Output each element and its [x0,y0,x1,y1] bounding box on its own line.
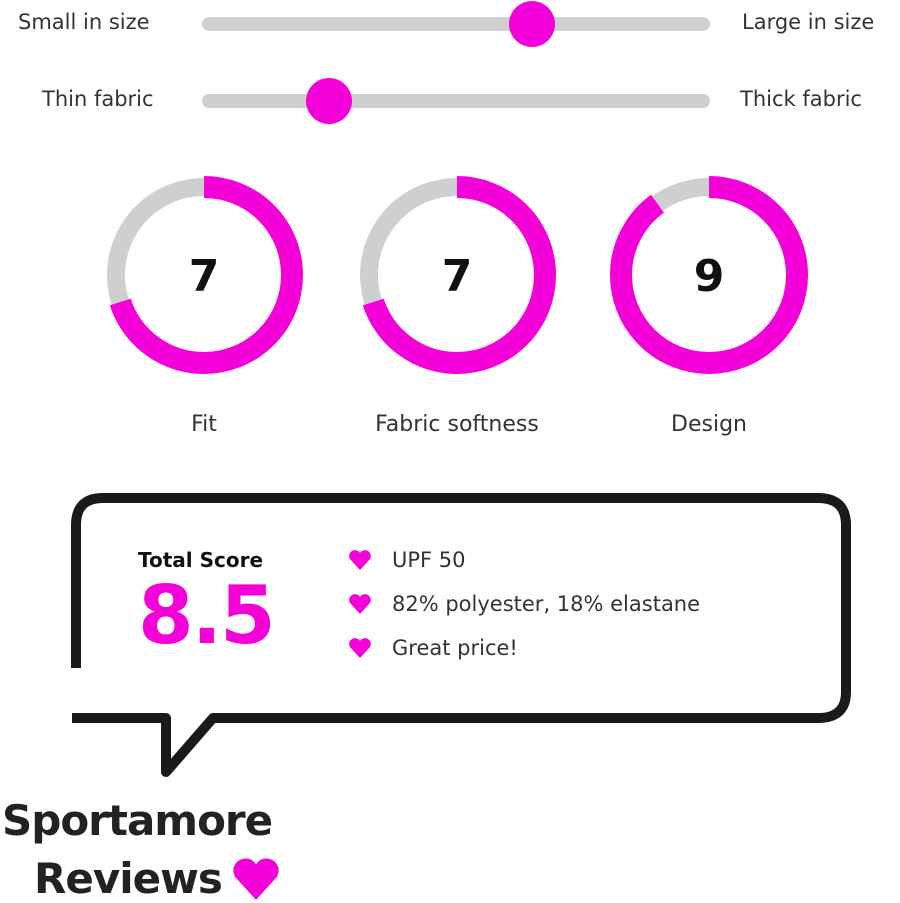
rating-ring-fill [610,176,808,374]
rating-label-fit: Fit [191,412,217,437]
rating-ring-fit [105,176,303,374]
feature-item: UPF 50 [348,548,466,572]
brand-line1: Sportamore [2,796,273,845]
slider-fabric-track[interactable] [202,78,710,124]
total-score-label: Total Score [138,548,264,572]
heart-icon [349,594,371,614]
slider-fabric-right-label: Thick fabric [740,87,862,111]
slider-fabric-thumb[interactable] [306,78,352,124]
total-score-value: 8.5 [138,569,276,662]
rating-score-design: 9 [693,251,725,302]
brand-line2: Reviews [34,854,223,903]
feature-text: 82% polyester, 18% elastane [392,592,701,616]
rating-label-design: Design [671,412,747,437]
slider-size-left-label: Small in size [18,10,150,34]
heart-icon [349,638,371,658]
rating-ring-fabric-softness [358,176,556,374]
rating-ring-design [610,176,808,374]
feature-text: UPF 50 [392,548,466,572]
slider-fabric-left-label: Thin fabric [42,87,154,111]
rating-ring-fill [105,176,303,374]
feature-item: 82% polyester, 18% elastane [348,592,700,616]
feature-item: Great price! [348,636,518,660]
rating-score-fabric-softness: 7 [441,251,473,302]
slider-size-right-label: Large in size [742,10,875,34]
heart-icon [233,858,279,900]
rating-score-fit: 7 [188,251,220,302]
slider-size-thumb[interactable] [509,1,556,47]
feature-text: Great price! [392,636,518,660]
rating-ring-fill [358,176,556,374]
brand-line2-wrap: Reviews [34,856,282,902]
heart-icon [349,550,371,570]
rating-label-fabric-softness: Fabric softness [375,412,539,437]
slider-size-track[interactable] [202,1,710,47]
